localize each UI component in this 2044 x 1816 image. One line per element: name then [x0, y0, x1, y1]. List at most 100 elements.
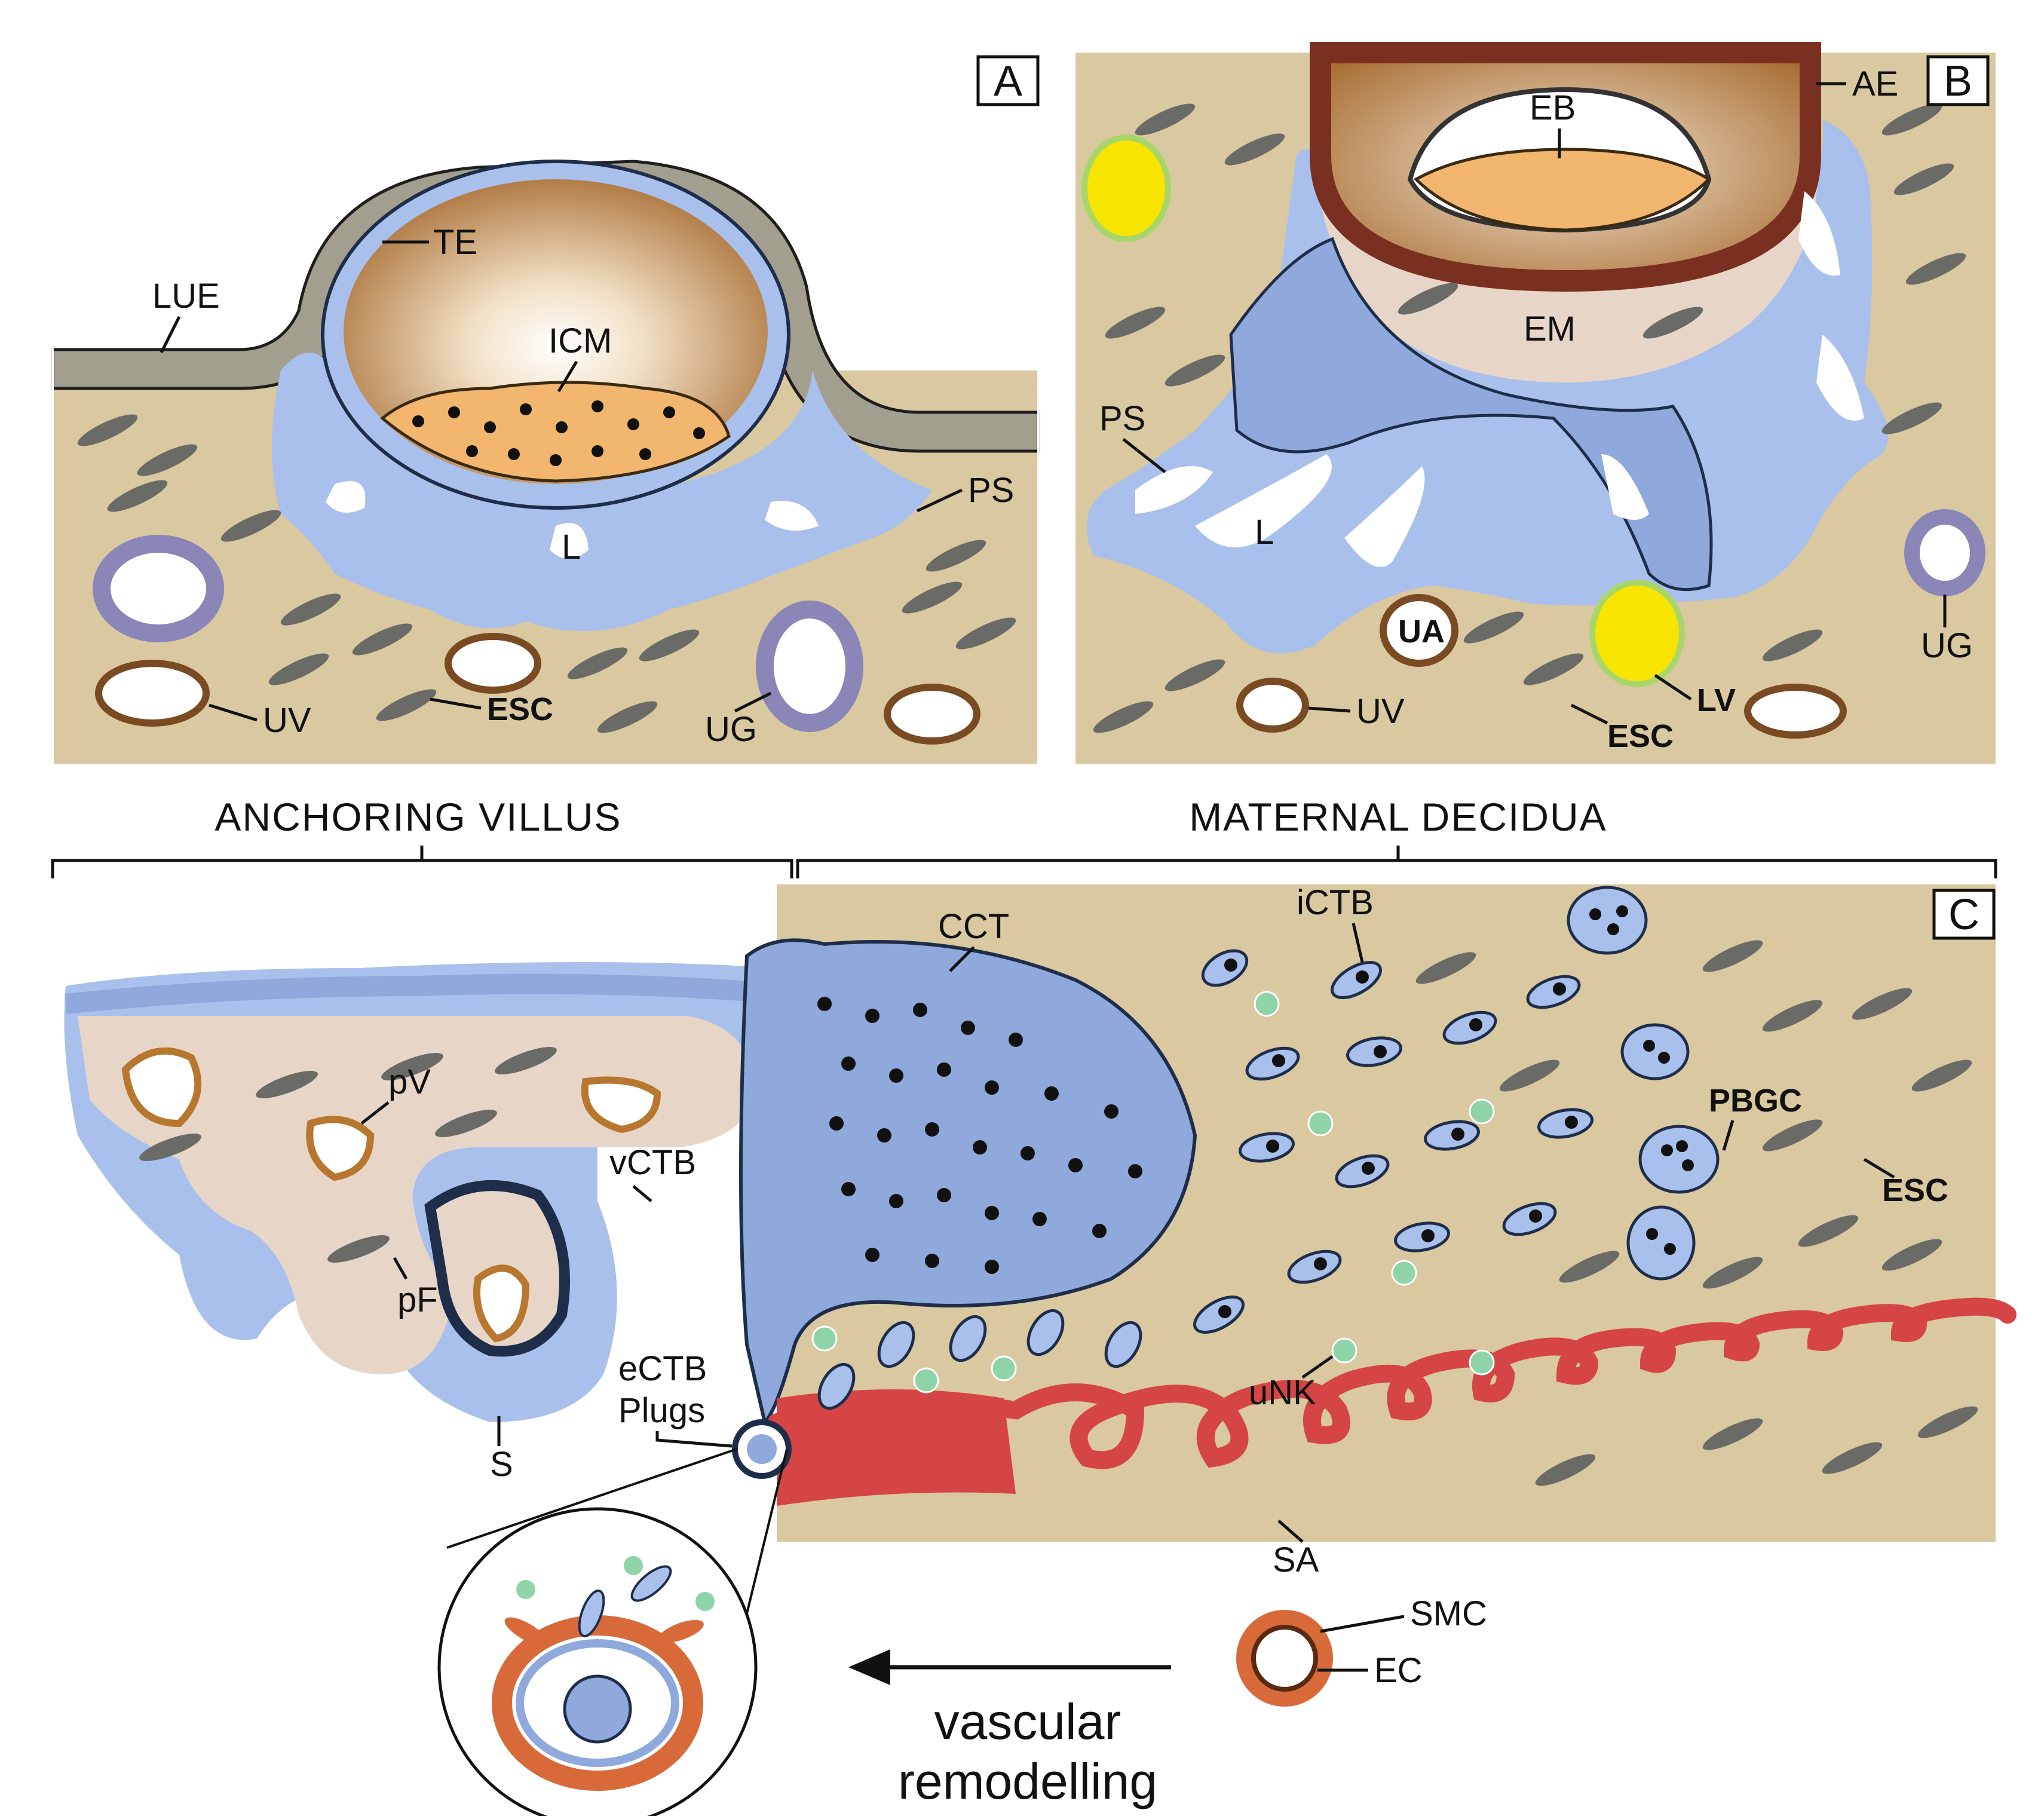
- lacuna-a-1: [326, 481, 366, 513]
- panel-a-id-box: [976, 55, 1040, 106]
- lacuna-a-2: [550, 523, 589, 559]
- arrow-plugs: [655, 1431, 733, 1448]
- lymphatic-vessel-b-bottom: [1589, 580, 1685, 687]
- label-ectb: eCTB: [618, 1349, 707, 1388]
- panel-c-id-box: [1932, 889, 1996, 940]
- lacuna-b-1: [1135, 466, 1213, 514]
- label-smc: SMC: [1410, 1594, 1487, 1633]
- panel-a: A LUE TE ICM PS L UV ESC UG: [51, 47, 1040, 766]
- bracket-anchoring-villus: [51, 846, 793, 878]
- arrow-cct: [949, 946, 975, 972]
- spiral-artery-base: [777, 1389, 1016, 1506]
- label-ug-b: UG: [1921, 626, 1973, 665]
- arrow-uv-a: [209, 703, 258, 722]
- arrow-pbgc: [1722, 1120, 1735, 1151]
- label-uv-a: UV: [263, 701, 311, 740]
- label-em: EM: [1524, 310, 1576, 348]
- label-ua: UA: [1398, 614, 1445, 650]
- label-plugs: Plugs: [618, 1391, 705, 1430]
- uterine-gland-a-right: [756, 601, 863, 732]
- label-pf: pF: [397, 1281, 438, 1319]
- zoom-line-left: [446, 1448, 737, 1549]
- remodelling-arrowhead: [848, 1649, 890, 1685]
- villus-cytotrophoblast-layer: [65, 973, 760, 1014]
- arrow-ictb: [1352, 923, 1364, 963]
- label-s: S: [490, 1445, 513, 1484]
- label-pbgc: PBGC: [1709, 1083, 1802, 1119]
- invasive-cytotrophoblast-nuclei: [1218, 905, 1694, 1318]
- placental-vessel-3: [581, 1076, 661, 1134]
- label-ug-a: UG: [705, 710, 757, 749]
- uterine-vein-b-2: [1744, 684, 1847, 739]
- lacuna-b-2: [1195, 454, 1332, 547]
- label-esc-c: ESC: [1882, 1172, 1948, 1208]
- primary-syncytium-a: [272, 353, 932, 631]
- arrow-uv-b: [1308, 706, 1351, 713]
- uterine-vein-a-3: [884, 684, 980, 745]
- embryoblast-cells: [1413, 148, 1711, 232]
- zoom-line-right: [746, 1448, 788, 1614]
- ectb-plug-cells: [747, 1434, 777, 1464]
- arrow-esc-c: [1863, 1157, 1895, 1179]
- arrow-ug-a: [734, 691, 772, 713]
- caption-vascular: vascular: [934, 1693, 1121, 1750]
- esc-cells-c: [1415, 940, 1978, 1486]
- icm-nuclei: [412, 400, 705, 466]
- label-icm: ICM: [548, 321, 612, 360]
- lacuna-b-5: [1816, 335, 1864, 421]
- label-l-b: L: [1255, 513, 1274, 552]
- caption-remodelling: remodelling: [898, 1753, 1157, 1809]
- label-cct: CCT: [938, 907, 1009, 946]
- label-ps-b: PS: [1099, 399, 1145, 438]
- label-l-a: L: [562, 528, 581, 566]
- unremodelled-vessel: [1236, 1610, 1333, 1707]
- panel-a-frame: [51, 47, 1040, 766]
- unk-cells: [811, 991, 1495, 1394]
- arrow-esc-a: [430, 697, 482, 710]
- uterine-vein-a-1: [95, 660, 210, 727]
- label-esc-b: ESC: [1607, 718, 1674, 754]
- uterine-gland-a-left: [93, 535, 224, 642]
- placental-vessel-4: [473, 1264, 530, 1343]
- label-lv: LV: [1697, 682, 1736, 718]
- label-unk: uNK: [1249, 1373, 1316, 1412]
- arrow-vctb: [632, 1185, 652, 1202]
- label-ec: EC: [1374, 1651, 1423, 1690]
- esc-cells-b: [1093, 103, 1966, 733]
- label-lue: LUE: [152, 277, 220, 316]
- spiral-artery: [768, 1297, 2017, 1469]
- lacuna-b-3: [1344, 466, 1425, 567]
- arrow-esc-b: [1570, 703, 1608, 725]
- panel-c-id: C: [1948, 891, 1979, 939]
- label-pv: pV: [388, 1062, 431, 1101]
- label-esc-a: ESC: [487, 691, 553, 727]
- lacuna-b-4: [1601, 454, 1649, 520]
- uterine-vein-a-2: [445, 633, 541, 694]
- label-te: TE: [433, 223, 477, 262]
- label-uv-b: UV: [1356, 692, 1405, 731]
- cytotrophoblast-column-b: [1229, 237, 1713, 592]
- header-maternal-decidua: MATERNAL DECIDUA: [1189, 795, 1607, 839]
- label-sa: SA: [1273, 1541, 1319, 1579]
- placental-fibroblasts: [139, 1047, 557, 1263]
- placental-vessel-1: [121, 1047, 202, 1128]
- inset-cells: [504, 1556, 715, 1646]
- uterine-vein-b-1: [1236, 678, 1309, 733]
- label-ps-a: PS: [968, 471, 1014, 510]
- label-ictb: iCTB: [1297, 883, 1374, 922]
- cell-column-nuclei: [817, 997, 1142, 1274]
- lymphatic-vessel-b-top: [1081, 134, 1171, 242]
- inset-plug-cells: [563, 1674, 632, 1744]
- panel-b-id: B: [1944, 57, 1972, 105]
- arrow-ps-a: [916, 488, 963, 513]
- placental-vessel-2: [306, 1116, 375, 1181]
- arrow-lv: [1654, 673, 1692, 701]
- label-eb: EB: [1530, 88, 1576, 127]
- arrow-lue: [160, 316, 181, 354]
- invasive-cytotrophoblasts: [817, 886, 1720, 1410]
- arrow-icm: [557, 360, 578, 393]
- header-anchoring-villus: ANCHORING VILLUS: [214, 795, 621, 839]
- panel-b-id-box: [1926, 55, 1990, 106]
- bracket-maternal-decidua: [796, 846, 1997, 878]
